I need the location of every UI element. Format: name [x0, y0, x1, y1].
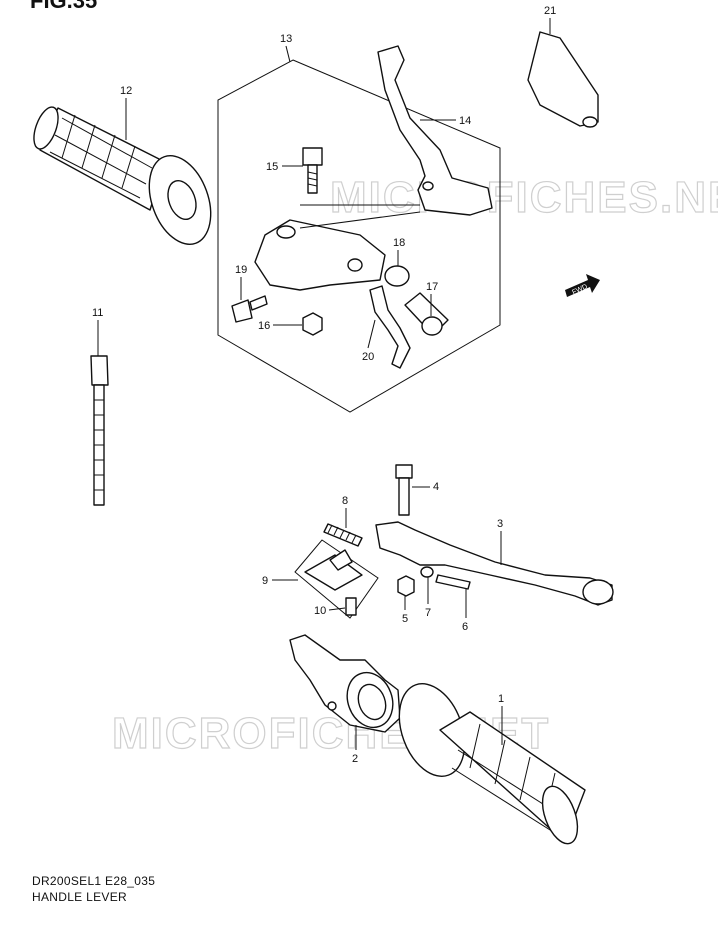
right-grip-part: [398, 683, 586, 845]
svg-text:8: 8: [342, 495, 348, 507]
callout-19: 19: [235, 264, 247, 300]
callout-7: 7: [425, 577, 431, 619]
callout-15: 15: [266, 161, 303, 173]
svg-text:5: 5: [402, 613, 408, 625]
assembly-13-outline: [217, 59, 501, 413]
callout-1: 1: [498, 693, 504, 745]
callout-6: 6: [462, 588, 468, 633]
pivot-bolt-4-part: [395, 464, 413, 516]
svg-text:19: 19: [235, 264, 247, 276]
throttle-housing-part: [289, 634, 401, 733]
callout-13: 13: [280, 33, 292, 63]
switch-20-part: [369, 285, 411, 369]
lever-bracket-part: [254, 204, 421, 291]
svg-text:2: 2: [352, 753, 358, 765]
spring-8-part: [323, 523, 363, 547]
screw-10-part: [345, 597, 357, 616]
svg-text:6: 6: [462, 621, 468, 633]
callout-21: 21: [544, 5, 556, 34]
callout-11: 11: [92, 307, 103, 356]
svg-text:17: 17: [426, 281, 438, 293]
bolt-6-part: [435, 574, 471, 590]
assembly-9-outline: [294, 539, 379, 619]
figure-title: FIG.35: [30, 0, 97, 13]
front-brake-lever-part: [375, 521, 614, 606]
cable-tie-part: [90, 355, 109, 506]
upper-lever-part: [377, 45, 493, 216]
svg-text:14: 14: [459, 115, 471, 127]
nut-16-part: [302, 312, 323, 336]
switch-9-part: [304, 549, 363, 591]
forward-direction-arrow: FWD: [565, 274, 600, 297]
svg-text:FWD: FWD: [571, 283, 588, 296]
callout-9: 9: [262, 575, 298, 587]
watermark-top: MICROFICHES.NET: [330, 173, 718, 222]
svg-text:10: 10: [314, 605, 326, 617]
svg-text:16: 16: [258, 320, 270, 332]
callout-2: 2: [352, 725, 358, 765]
svg-text:4: 4: [433, 481, 439, 493]
washer-7-part: [420, 566, 434, 578]
svg-text:13: 13: [280, 33, 292, 45]
left-grip-part: [33, 106, 212, 245]
svg-text:3: 3: [497, 518, 503, 530]
svg-text:9: 9: [262, 575, 268, 587]
svg-text:21: 21: [544, 5, 556, 17]
callout-17: 17: [426, 281, 438, 316]
callout-16: 16: [258, 320, 302, 332]
svg-text:11: 11: [92, 307, 103, 319]
callout-20: 20: [362, 319, 376, 363]
adjuster-17-part: [404, 292, 449, 336]
callout-8: 8: [342, 495, 348, 528]
callout-18: 18: [393, 237, 405, 266]
diagram-title-label: HANDLE LEVER: [32, 890, 127, 904]
adjuster-18-part: [384, 265, 410, 287]
cover-part: [527, 31, 599, 128]
model-code-label: DR200SEL1 E28_035: [32, 874, 156, 888]
callout-10: 10: [314, 605, 346, 617]
svg-text:7: 7: [425, 607, 431, 619]
svg-text:12: 12: [120, 85, 132, 97]
bolt-19-part: [231, 295, 268, 323]
callout-3: 3: [497, 518, 503, 565]
bolt-15-part: [302, 147, 323, 194]
callout-5: 5: [402, 596, 408, 625]
svg-text:20: 20: [362, 351, 374, 363]
nut-5-part: [397, 575, 415, 597]
svg-text:1: 1: [498, 693, 504, 705]
svg-text:15: 15: [266, 161, 278, 173]
svg-text:18: 18: [393, 237, 405, 249]
callout-4: 4: [412, 481, 439, 493]
callout-14: 14: [420, 115, 471, 127]
callout-12: 12: [120, 85, 132, 140]
